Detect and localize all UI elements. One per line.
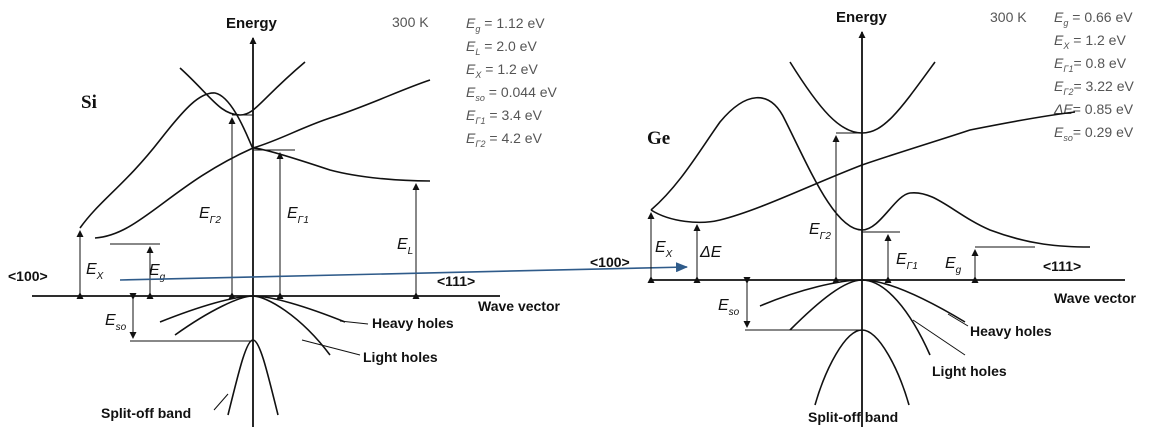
ge-direction-100: <100> [590,254,630,270]
si-gap-label-ex: EX [86,261,104,282]
si-gap-label-eg: Eg [149,262,166,283]
ge-temperature: 300 K [990,9,1027,25]
ge-heavy-holes-label: Heavy holes [970,323,1052,339]
si-material-label: Si [81,92,97,113]
si-split-off-band [227,339,279,416]
ge-param-4: ΔE= 0.85 eV [1053,101,1134,117]
ge-param-0: Eg = 0.66 eV [1054,9,1133,28]
si-light-hole-band [174,295,331,356]
ge-gap-label-eso: Eso [718,297,740,318]
si-gap-label-eg2: EΓ2 [199,205,221,226]
si-param-4: EΓ1 = 3.4 eV [466,107,543,126]
si-energy-label: Energy [226,15,278,32]
ge-conduction-band-upper [650,111,1076,224]
ge-light-holes-leader [912,319,966,356]
si-param-0: Eg = 1.12 eV [466,15,545,34]
si-param-1: EL = 2.0 eV [466,38,537,57]
si-direction-111: <111> [437,273,475,289]
ge-wave-vector-label: Wave vector [1054,290,1137,306]
si-gap-label-eg1: EΓ1 [287,205,309,226]
si-light-holes-label: Light holes [363,349,438,365]
si-split-off-label: Split-off band [101,405,191,421]
si-heavy-holes-leader [339,320,369,325]
ge-direction-111: <111> [1043,258,1081,274]
si-heavy-holes-label: Heavy holes [372,315,454,331]
ge-param-3: EΓ2= 3.22 eV [1054,78,1134,97]
si-parameter-list: Eg = 1.12 eV EL = 2.0 eV EX = 1.2 eV Eso = … [466,15,558,149]
connector-arrow [119,262,688,281]
si-gap-label-eso: Eso [105,312,127,333]
si-conduction-band-top [179,61,306,116]
si-conduction-band-lower [79,92,431,229]
ge-param-5: Eso= 0.29 eV [1054,124,1134,143]
si-split-off-leader [213,393,229,411]
si-param-5: EΓ2 = 4.2 eV [466,130,543,149]
si-light-holes-leader [301,339,361,356]
ge-gap-label-eg: Eg [945,255,962,276]
si-param-3: Eso = 0.044 eV [466,84,558,103]
si-direction-100: <100> [8,268,48,284]
ge-gap-label-de: ΔE [699,244,722,261]
ge-param-2: EΓ1= 0.8 eV [1054,55,1127,74]
si-param-2: EX = 1.2 eV [466,61,538,80]
ge-gap-label-eg2: EΓ2 [809,221,831,242]
ge-energy-label: Energy [836,9,888,26]
si-temperature: 300 K [392,14,429,30]
ge-gap-label-ex: EX [655,239,673,260]
ge-gap-label-eg1: EΓ1 [896,251,918,272]
ge-light-holes-label: Light holes [932,363,1007,379]
si-conduction-band-upper [94,79,431,239]
ge-light-hole-band [789,279,931,356]
ge-parameter-list: Eg = 0.66 eV EX = 1.2 eV EΓ1= 0.8 eV EΓ2= 3… [1053,9,1134,143]
si-gap-label-el: EL [397,236,413,257]
ge-split-off-label: Split-off band [808,409,898,425]
ge-material-label: Ge [647,128,670,149]
ge-heavy-holes-leader [947,313,969,327]
ge-param-1: EX = 1.2 eV [1054,32,1126,51]
si-wave-vector-label: Wave vector [478,298,561,314]
ge-conduction-band-lower [650,96,1091,248]
